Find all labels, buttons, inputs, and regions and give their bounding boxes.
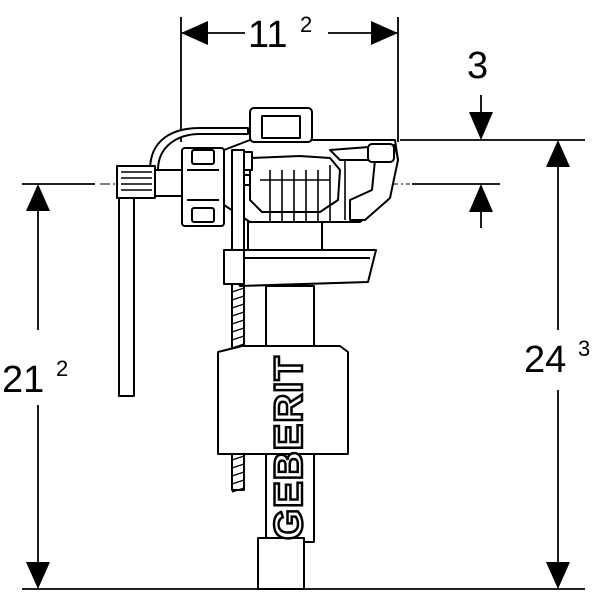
dim-height-right-superscript: 3 — [578, 336, 590, 361]
valve-cup — [223, 249, 377, 287]
supply-tube — [118, 196, 135, 397]
brand-logo-text: GEBERIT — [267, 355, 311, 540]
dimension-arrows — [26, 21, 570, 589]
curved-hose — [149, 127, 249, 171]
dim-height-right-value: 24 — [524, 339, 566, 381]
dim-width-top-superscript: 2 — [300, 12, 312, 37]
brand-logo: GEBERIT — [266, 354, 313, 541]
valve-lower-tube — [257, 537, 305, 590]
inlet-thread — [121, 171, 152, 191]
valve-neck — [247, 221, 323, 253]
dim-offset-top-value: 3 — [467, 45, 488, 87]
dim-height-left-value: 21 — [2, 359, 44, 401]
dim-height-left-superscript: 2 — [56, 356, 68, 381]
fill-valve — [116, 107, 399, 590]
inlet-connector — [116, 165, 156, 199]
adjustment-thread — [231, 287, 245, 493]
float — [217, 345, 349, 455]
dim-width-top-value: 11 — [248, 14, 287, 56]
